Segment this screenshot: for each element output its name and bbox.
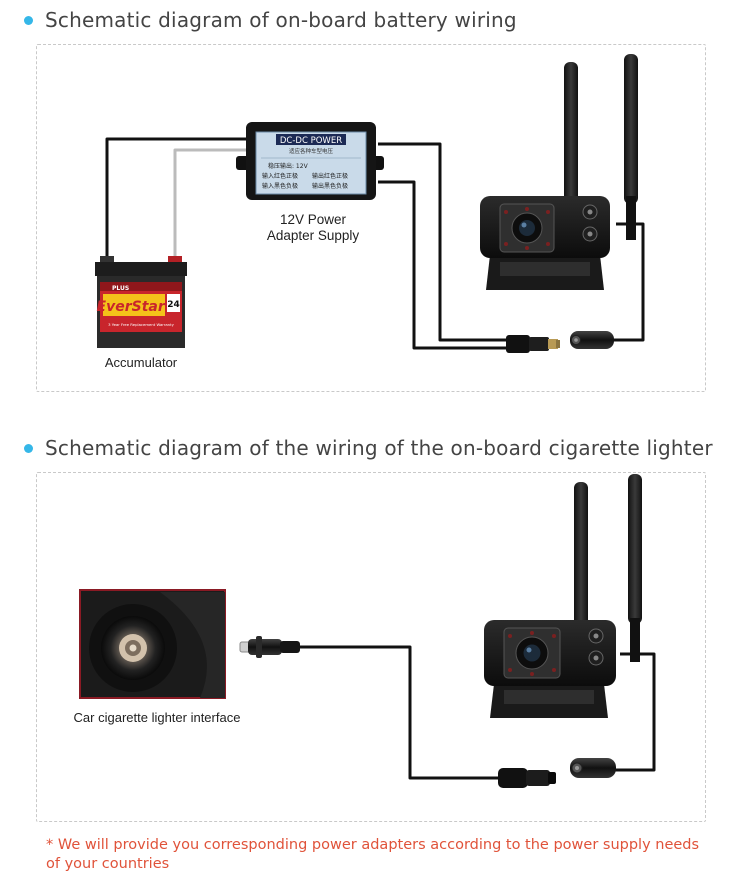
battery-number: 24 [167,300,180,310]
dc-male-plug [506,335,560,353]
battery-wiring-panel [36,44,706,392]
cigarette-lighter-photo [79,589,226,699]
section-title-lighter-text: Schematic diagram of the wiring of the o… [45,436,713,460]
adapter-line3b: 输出黑色负极 [312,182,348,190]
battery-label: Accumulator [104,355,178,370]
battery-sub: 3 Year Free Replacement Warranty [108,322,174,327]
lighter-wiring-panel [36,472,706,822]
lighter-label: Car cigarette lighter interface [73,710,241,725]
battery-brand-top: PLUS [112,285,129,292]
footnote: * We will provide you corresponding powe… [46,837,700,872]
section-title-battery: Schematic diagram of on-board battery wi… [24,8,517,32]
adapter-header: DC-DC POWER [280,136,342,146]
adapter-line1: 稳压输出: 12V [268,162,309,170]
adapter-subheader: 适应各种车型电压 [289,147,334,155]
adapter-line3a: 输入黑色负极 [262,182,298,190]
car-battery: PLUS EverStart 24 3 Year Free Replacemen… [95,256,187,348]
battery-brand: EverStart [97,299,173,315]
section-title-lighter: Schematic diagram of the wiring of the o… [24,436,713,460]
adapter-line2a: 输入红色正极 [262,172,298,180]
adapter-line2b: 输出红色正极 [312,172,348,180]
bullet-icon [24,443,33,453]
dc-male-plug-2 [498,768,556,788]
dc-dc-adapter: DC-DC POWER 适应各种车型电压 稳压输出: 12V 输入红色正极 输出… [236,122,384,200]
adapter-label: 12V Power Adapter Supply [266,212,360,243]
camera-1 [480,54,638,290]
bullet-icon [24,15,33,25]
section-title-battery-text: Schematic diagram of on-board battery wi… [45,8,517,32]
cigarette-lighter-plug [239,636,300,658]
battery-wires [105,137,246,262]
camera-2 [484,474,642,718]
adapter-output-wires [378,142,508,350]
lighter-wire [300,645,500,780]
